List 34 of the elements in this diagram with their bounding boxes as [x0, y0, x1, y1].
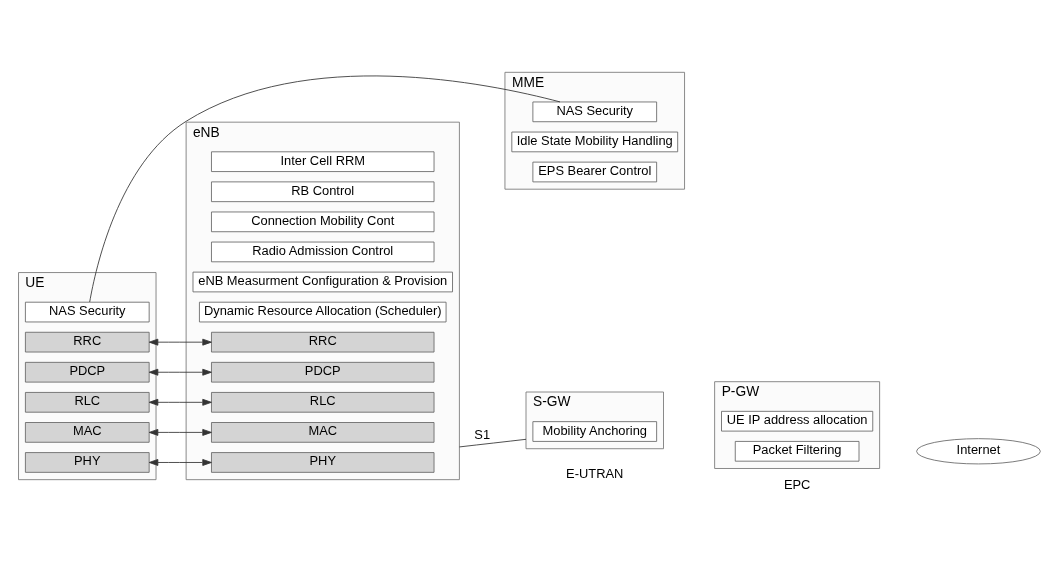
- connector: [89, 75, 561, 303]
- node-box: PDCP: [211, 361, 435, 383]
- node-box: UE IP address allocation: [721, 410, 874, 432]
- node-box: Connection Mobility Cont: [211, 211, 435, 233]
- node-box: Mobility Anchoring: [532, 421, 658, 442]
- arrow: [148, 338, 212, 346]
- node-box: NAS Security: [25, 301, 150, 323]
- node-box: Idle State Mobility Handling: [511, 131, 679, 153]
- node-box: PHY: [25, 452, 150, 473]
- arrow: [148, 368, 212, 376]
- node-box: NAS Security: [532, 101, 658, 123]
- node-ellipse: Internet: [916, 438, 1041, 465]
- node-box: Dynamic Resource Allocation (Scheduler): [199, 301, 447, 323]
- node-box: RRC: [25, 331, 150, 353]
- node-box: RB Control: [211, 181, 435, 203]
- node-box: RRC: [211, 331, 435, 353]
- label: E-UTRAN: [566, 466, 624, 482]
- node-box: Packet Filtering: [734, 441, 860, 462]
- node-box: EPS Bearer Control: [532, 161, 658, 183]
- node-box: eNB Measurment Configuration & Provision: [192, 271, 453, 293]
- arrow: [148, 459, 212, 466]
- node-box: PHY: [211, 452, 435, 473]
- node-box: RLC: [25, 392, 150, 413]
- node-box: RLC: [211, 392, 435, 413]
- node-box: Radio Admission Control: [211, 241, 435, 263]
- label: EPC: [783, 476, 811, 492]
- node-box: PDCP: [25, 361, 150, 383]
- node-box: MAC: [25, 422, 150, 443]
- node-box: Inter Cell RRM: [211, 151, 435, 172]
- arrow: [148, 398, 212, 406]
- arrow: [148, 428, 212, 436]
- connector: [458, 438, 527, 448]
- edge-label: S1: [474, 427, 491, 443]
- node-box: MAC: [211, 422, 435, 443]
